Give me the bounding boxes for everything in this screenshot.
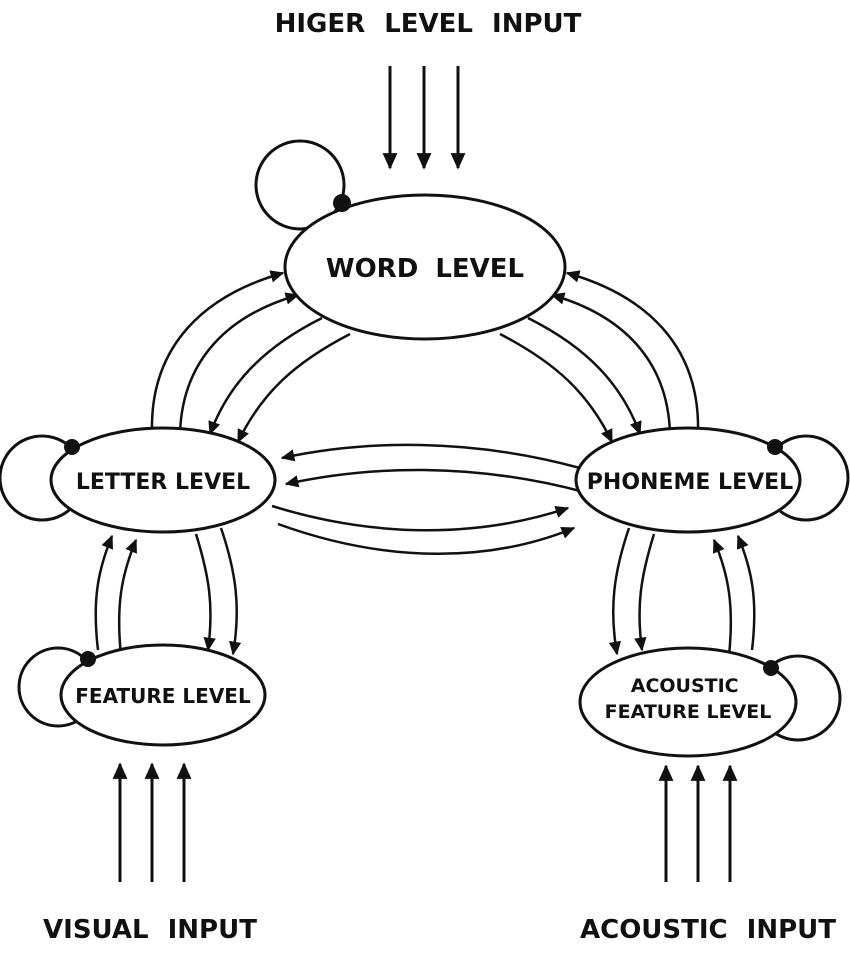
higher-level-input-arrows [382, 66, 466, 170]
letter-to-feature-arrow [194, 533, 216, 652]
phoneme-level-node [574, 426, 802, 534]
acoustic-feature-line2: FEATURE LEVEL [605, 701, 772, 723]
acoustic-feature-level-node [578, 646, 798, 758]
higher-level-input-label: HIGER LEVEL INPUT [275, 9, 582, 39]
letter-phoneme-connections [271, 443, 585, 555]
word-to-letter-arrow [236, 332, 351, 444]
acoustic-to-phoneme-arrow [712, 538, 733, 657]
word-to-phoneme-arrow [527, 316, 642, 436]
letter-to-feature-arrow [219, 527, 242, 656]
phoneme-to-acoustic-arrow [608, 527, 631, 656]
visual-input-label: VISUAL INPUT [43, 915, 257, 945]
acoustic-input-label: ACOUSTIC INPUT [580, 915, 836, 945]
phoneme-to-word-arrow [550, 292, 672, 435]
inhibition-dot [767, 439, 783, 455]
word-to-phoneme-arrow [499, 332, 614, 444]
acoustic-to-phoneme-arrow [736, 534, 756, 651]
inhibition-dot [333, 194, 351, 212]
word-level-label: WORD LEVEL [326, 254, 524, 284]
acoustic-input-arrows [658, 764, 738, 882]
phoneme-acoustic-feature-connections [608, 527, 756, 657]
inhibition-dot [64, 439, 80, 455]
letter-level-label: LETTER LEVEL [76, 470, 250, 495]
phoneme-level-label: PHONEME LEVEL [587, 470, 793, 495]
word-phoneme-connections [499, 270, 700, 444]
acoustic-feature-line1: ACOUSTIC [631, 675, 739, 697]
feature-level-node [59, 643, 267, 747]
letter-to-word-arrow [150, 270, 285, 433]
letter-feature-connections [94, 527, 242, 657]
feature-to-letter-arrow [94, 534, 114, 651]
acoustic-feature-level-label: ACOUSTIC FEATURE LEVEL [605, 675, 772, 723]
inhibition-dot [80, 651, 96, 667]
letter-level-node [49, 426, 277, 534]
feature-level-label: FEATURE LEVEL [75, 684, 251, 708]
inhibition-dot [763, 660, 779, 676]
phoneme-to-word-arrow [565, 270, 700, 433]
phoneme-to-acoustic-arrow [634, 533, 656, 652]
phoneme-to-letter-arrow [284, 468, 585, 494]
word-letter-connections [150, 270, 351, 444]
visual-input-arrows [112, 762, 192, 882]
letter-to-word-arrow [178, 292, 300, 435]
letter-to-phoneme-arrow [271, 504, 570, 532]
word-to-letter-arrow [208, 316, 323, 436]
phoneme-to-letter-arrow [280, 443, 581, 470]
word-self-loop [254, 139, 346, 231]
feature-to-letter-arrow [117, 538, 138, 657]
letter-to-phoneme-arrow [277, 522, 576, 555]
word-level-node [283, 193, 567, 341]
